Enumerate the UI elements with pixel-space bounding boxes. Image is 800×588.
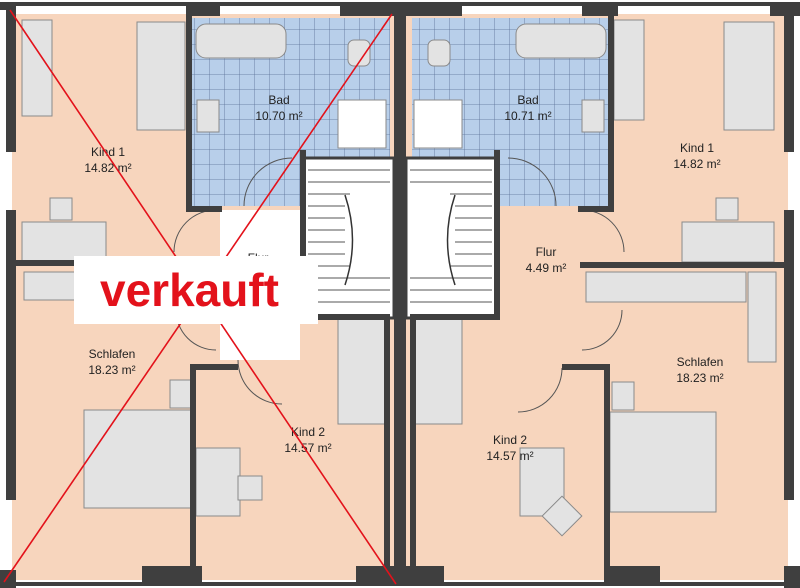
right-schlafen-area: 18.23 m²: [676, 371, 723, 385]
right-sink: [581, 99, 605, 133]
left-labels: Kind 1 14.82 m² Bad 10.70 m² Flur Schlaf…: [84, 93, 331, 455]
left-shower: [337, 99, 387, 149]
right-kind1-name: Kind 1: [680, 141, 714, 155]
left-nightstand: [169, 379, 193, 409]
right-kind2-name: Kind 2: [493, 433, 527, 447]
left-sink: [196, 99, 220, 133]
right-door-bath: [507, 157, 557, 207]
left-door-bath: [243, 157, 293, 207]
left-toilet: [347, 39, 371, 67]
left-kind2-chair: [237, 475, 263, 501]
right-kind1-area: 14.82 m²: [673, 157, 720, 171]
right-flur-name: Flur: [536, 245, 557, 259]
right-schlafen-name: Schlafen: [677, 355, 724, 369]
left-bathtub: [195, 23, 287, 59]
right-bad-name: Bad: [517, 93, 538, 107]
left-kind1-name: Kind 1: [91, 145, 125, 159]
right-kind1-chair: [715, 197, 739, 221]
right-flur-area: 4.49 m²: [526, 261, 567, 275]
right-double-bed: [609, 411, 717, 513]
sold-label-background: [74, 256, 318, 324]
right-door-kind2: [517, 367, 563, 413]
left-kind2-name: Kind 2: [291, 425, 325, 439]
right-bad-area: 10.71 m²: [504, 109, 551, 123]
right-kind2-bed: [411, 317, 463, 425]
left-kind2-desk: [195, 447, 241, 517]
right-labels: Kind 1 14.82 m² Bad 10.71 m² Flur 4.49 m…: [486, 93, 723, 463]
right-toilet: [427, 39, 451, 67]
left-kind1-bed: [136, 21, 186, 131]
right-nightstand: [611, 381, 635, 411]
left-schlafen-name: Schlafen: [89, 347, 136, 361]
left-stairs: [308, 169, 390, 303]
left-kind2-bed: [337, 317, 389, 425]
right-kind2-chair: [541, 495, 583, 537]
right-furniture: [411, 19, 777, 537]
left-kind1-chair: [49, 197, 73, 221]
right-kind1-desk: [681, 221, 775, 263]
right-schlafen-cabinet: [747, 271, 777, 363]
left-double-bed: [83, 409, 193, 509]
right-schlafen-wardrobe: [585, 271, 747, 303]
right-door-schlafen: [581, 309, 623, 351]
right-shower: [413, 99, 463, 149]
left-bad-name: Bad: [268, 93, 289, 107]
right-bathtub: [515, 23, 607, 59]
left-bad-area: 10.70 m²: [255, 109, 302, 123]
left-kind2-area: 14.57 m²: [284, 441, 331, 455]
left-furniture: [21, 19, 389, 517]
door-swings: [173, 157, 625, 413]
sold-label: verkauft: [100, 264, 279, 316]
left-kind1-area: 14.82 m²: [84, 161, 131, 175]
right-kind2-area: 14.57 m²: [486, 449, 533, 463]
right-kind1-wardrobe: [613, 19, 645, 121]
right-kind1-bed: [723, 21, 775, 131]
right-stairs: [410, 169, 492, 303]
left-schlafen-area: 18.23 m²: [88, 363, 135, 377]
